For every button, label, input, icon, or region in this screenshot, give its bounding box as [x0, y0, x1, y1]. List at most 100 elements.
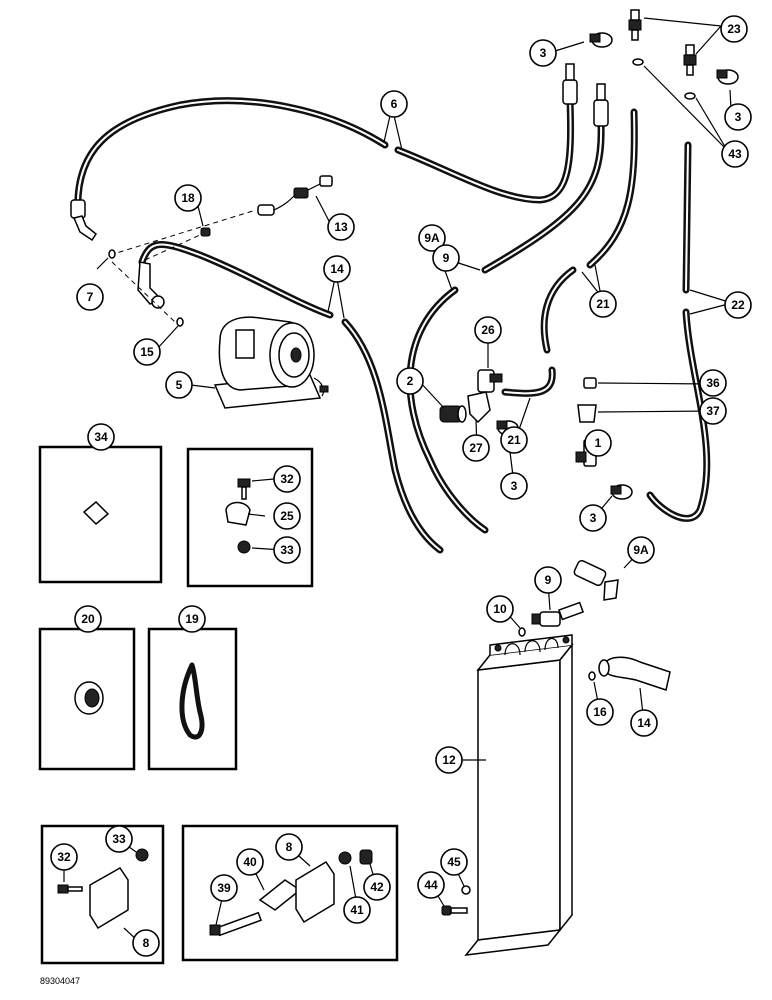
svg-text:40: 40 [243, 855, 257, 869]
cap-37 [577, 404, 597, 423]
svg-text:10: 10 [493, 602, 507, 616]
callout-27: 27 [462, 434, 490, 462]
callout-21-lower: 21 [500, 426, 528, 454]
callout-40: 40 [236, 848, 264, 876]
callout-15: 15 [133, 338, 161, 366]
svg-text:22: 22 [731, 298, 745, 312]
callout-42: 42 [363, 873, 391, 901]
hose-end-14-lower [598, 656, 671, 691]
o-ring-16 [588, 671, 596, 681]
screw-44 [441, 905, 468, 916]
svg-text:23: 23 [727, 22, 741, 36]
callout-9-lower: 9 [534, 566, 562, 594]
svg-text:33: 33 [280, 543, 294, 557]
svg-text:9A: 9A [424, 231, 440, 245]
callout-41: 41 [343, 896, 371, 924]
callout-3-valve: 3 [500, 472, 528, 500]
svg-text:9: 9 [443, 251, 450, 265]
svg-text:34: 34 [94, 430, 108, 444]
callout-14-lower: 14 [630, 709, 658, 737]
callout-20: 20 [74, 605, 102, 633]
callout-10: 10 [486, 595, 514, 623]
svg-text:14: 14 [637, 716, 651, 730]
callout-19: 19 [178, 605, 206, 633]
box-20 [38, 627, 136, 771]
callout-18: 18 [174, 184, 202, 212]
fitting-2 [439, 405, 467, 423]
fitting-23-lower [683, 44, 697, 76]
callout-32-box: 32 [273, 465, 301, 493]
callout-9a-upper: 9A [418, 224, 446, 252]
svg-text:6: 6 [391, 97, 398, 111]
o-ring-15 [176, 317, 184, 327]
svg-text:45: 45 [447, 855, 461, 869]
callout-8-right: 8 [275, 833, 303, 861]
svg-text:12: 12 [442, 753, 456, 767]
svg-text:21: 21 [507, 433, 521, 447]
figure-reference: 89304047 [40, 976, 80, 986]
fitting-9-lower [531, 601, 585, 627]
callout-3-lower: 3 [579, 504, 607, 532]
box-19 [147, 627, 238, 771]
svg-text:27: 27 [469, 441, 483, 455]
svg-text:39: 39 [217, 881, 231, 895]
washer-45 [461, 885, 471, 895]
callout-8-left: 8 [132, 929, 160, 957]
plug-18 [200, 227, 211, 237]
hose-14-lower [341, 318, 444, 554]
callout-5: 5 [165, 371, 193, 399]
hose-end-fitting-6 [70, 63, 578, 242]
svg-text:26: 26 [481, 323, 495, 337]
callout-16: 16 [586, 698, 614, 726]
svg-text:44: 44 [424, 878, 438, 892]
hose-21-middle [540, 266, 577, 354]
svg-text:2: 2 [407, 374, 414, 388]
svg-text:36: 36 [706, 376, 720, 390]
hose-clamp-3-right [716, 69, 739, 85]
svg-text:41: 41 [350, 903, 364, 917]
svg-text:32: 32 [57, 850, 71, 864]
svg-text:32: 32 [280, 472, 294, 486]
callout-3-top: 3 [529, 39, 557, 67]
callout-44: 44 [417, 871, 445, 899]
callout-9a-lower: 9A [627, 536, 655, 564]
o-ring-10 [518, 627, 526, 637]
hose-9-upper [481, 83, 609, 274]
callout-43: 43 [721, 140, 749, 168]
svg-text:42: 42 [370, 880, 384, 894]
svg-text:7: 7 [87, 290, 94, 304]
callout-9-upper: 9 [432, 244, 460, 272]
callout-21-upper: 21 [589, 290, 617, 318]
svg-text:14: 14 [330, 262, 344, 276]
svg-text:18: 18 [181, 191, 195, 205]
switch-assembly-13 [257, 175, 333, 216]
hose-14-fitting [137, 261, 165, 309]
callout-36: 36 [699, 369, 727, 397]
box-34 [38, 445, 163, 584]
svg-text:20: 20 [81, 612, 95, 626]
elbow-27 [467, 391, 491, 424]
svg-text:9A: 9A [633, 543, 649, 557]
callout-7: 7 [76, 283, 104, 311]
callout-32-bracket: 32 [50, 843, 78, 871]
callout-1: 1 [584, 429, 612, 457]
callout-34: 34 [87, 423, 115, 451]
hose-14-upper [138, 241, 334, 319]
callout-33-bracket: 33 [105, 825, 133, 853]
elbow-9a-lower [573, 559, 619, 601]
svg-text:19: 19 [185, 612, 199, 626]
svg-text:8: 8 [286, 840, 293, 854]
hose-21-lower [501, 366, 556, 397]
hose-clamp-3-top [589, 32, 613, 48]
callout-33-box: 33 [273, 536, 301, 564]
hose-6-right [394, 96, 575, 204]
hose-9-lower [406, 286, 489, 534]
callout-3-right: 3 [724, 103, 752, 131]
o-ring-7 [108, 249, 116, 259]
callout-13: 13 [327, 213, 355, 241]
svg-text:3: 3 [540, 46, 547, 60]
callout-45: 45 [440, 848, 468, 876]
callout-26: 26 [474, 316, 502, 344]
fitting-23-top [628, 9, 642, 41]
